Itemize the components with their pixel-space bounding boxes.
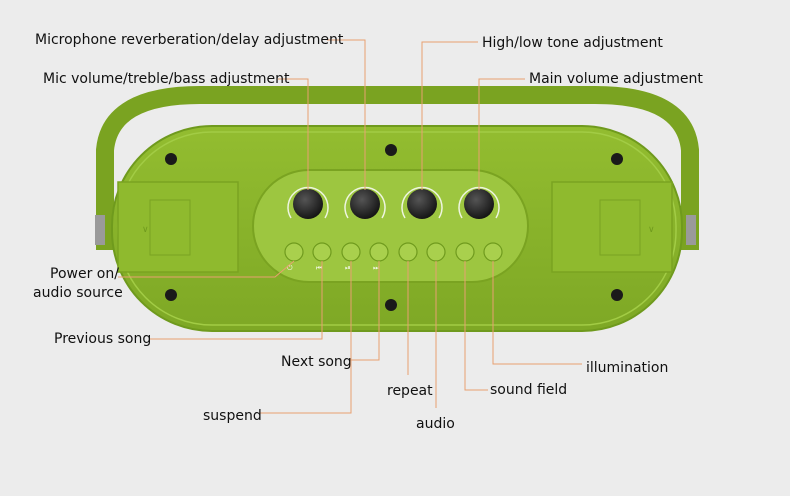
- handle-hinge-right: [686, 215, 696, 245]
- handle-hinge-left: [95, 215, 105, 245]
- right-battery-cover: ∨: [551, 181, 673, 273]
- label-sound-field: sound field: [490, 382, 568, 398]
- leader-mic-reverb: [327, 39, 366, 190]
- label-high-low-tone: High/low tone adjustment: [482, 35, 663, 51]
- carry-handle: [96, 86, 699, 250]
- label-audio: audio: [416, 416, 455, 432]
- label-mic-volume: Mic volume/treble/bass adjustment: [43, 71, 290, 87]
- leader-high-low: [421, 41, 478, 190]
- label-power-line2: audio source: [33, 285, 123, 301]
- left-battery-cover: ∨: [117, 181, 239, 273]
- screw-hole: [165, 153, 177, 165]
- leader-illumination: [492, 261, 582, 365]
- play-pause-icon: ⏯: [345, 264, 351, 272]
- leader-mic-volume: [278, 78, 309, 190]
- leader-next: [350, 261, 380, 361]
- label-illumination: illumination: [586, 360, 669, 376]
- screw-hole: [611, 289, 623, 301]
- button-power: [284, 242, 304, 262]
- button-pause: [341, 242, 361, 262]
- control-panel: [252, 169, 529, 283]
- screw-hole: [385, 299, 397, 311]
- leader-main-volume: [478, 78, 525, 190]
- label-mic-reverb: Microphone reverberation/delay adjustmen…: [35, 32, 344, 48]
- button-previous: [312, 242, 332, 262]
- label-previous-song: Previous song: [54, 331, 152, 347]
- label-power-line1: Power on/: [50, 266, 119, 282]
- power-icon: ⏻: [287, 264, 293, 272]
- button-audio: [426, 242, 446, 262]
- button-next: [369, 242, 389, 262]
- label-next-song: Next song: [281, 354, 352, 370]
- label-main-volume: Main volume adjustment: [529, 71, 703, 87]
- leader-previous: [150, 261, 323, 340]
- label-suspend: suspend: [203, 408, 262, 424]
- leader-power: [118, 260, 295, 278]
- button-illumination: [483, 242, 503, 262]
- next-icon: ⏭: [373, 264, 380, 272]
- label-repeat: repeat: [387, 383, 433, 399]
- button-sound-field: [455, 242, 475, 262]
- screw-hole: [611, 153, 623, 165]
- screw-hole: [165, 289, 177, 301]
- button-repeat: [398, 242, 418, 262]
- leader-pause: [260, 261, 352, 414]
- svg-text:∨: ∨: [142, 225, 149, 235]
- svg-text:∨: ∨: [648, 225, 655, 235]
- leader-sound-field: [464, 261, 488, 391]
- screw-hole: [385, 144, 397, 156]
- previous-icon: ⏮: [316, 264, 322, 272]
